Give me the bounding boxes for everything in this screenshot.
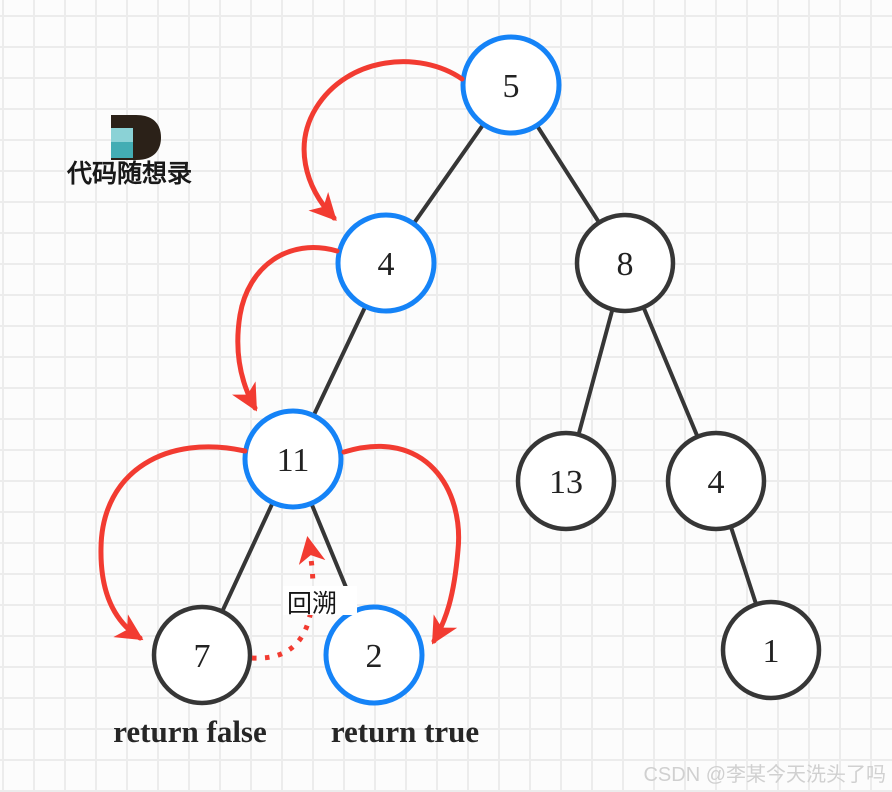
backtrack-label-background (283, 586, 357, 615)
arrow-5-to-4 (301, 59, 465, 221)
arrow-11-to-2 (341, 443, 462, 645)
csdn-watermark: CSDN @李某今天洗头了吗 (643, 763, 886, 786)
node-value: 1 (763, 633, 780, 670)
tree-node-7: 7 (151, 604, 253, 706)
logo-teal-block (111, 142, 133, 158)
tree-node-4-right: 4 (665, 430, 767, 532)
node-circle (151, 604, 253, 706)
arrow-11-to-7 (98, 444, 248, 641)
node-circle (720, 599, 822, 701)
node-circle (515, 430, 617, 532)
tree-node-2: 2 (323, 604, 425, 706)
backtrack-label: 回溯 (287, 589, 337, 618)
node-circle (335, 212, 437, 314)
logo: 代码随想录 (66, 115, 192, 188)
tree-node-4: 4 (335, 212, 437, 314)
tree-node-13: 13 (515, 430, 617, 532)
node-value: 4 (378, 246, 395, 283)
node-value: 5 (503, 68, 520, 105)
node-value: 7 (194, 638, 211, 675)
tree-node-8: 8 (574, 212, 676, 314)
logo-text: 代码随想录 (66, 159, 192, 188)
node-circle (574, 212, 676, 314)
node-circle (460, 34, 562, 136)
node-value: 13 (549, 464, 583, 501)
node-circle (323, 604, 425, 706)
tree-node-5: 5 (460, 34, 562, 136)
node-value: 11 (277, 442, 310, 479)
tree-nodes: 5 4 8 11 13 4 (151, 34, 822, 706)
arrow-4-to-11 (232, 245, 340, 412)
return-false-caption: return false (113, 714, 267, 749)
return-true-caption: return true (331, 714, 479, 749)
logo-teal-light-block (111, 128, 133, 142)
node-circle (242, 408, 344, 510)
tree-edges (200, 83, 773, 657)
backtrack-arrow-7-to-11 (251, 536, 326, 661)
node-circle (665, 430, 767, 532)
node-value: 2 (366, 638, 383, 675)
tree-node-1: 1 (720, 599, 822, 701)
node-value: 4 (708, 464, 725, 501)
node-value: 8 (617, 246, 634, 283)
tree-node-11: 11 (242, 408, 344, 510)
traversal-arrows (98, 59, 465, 661)
